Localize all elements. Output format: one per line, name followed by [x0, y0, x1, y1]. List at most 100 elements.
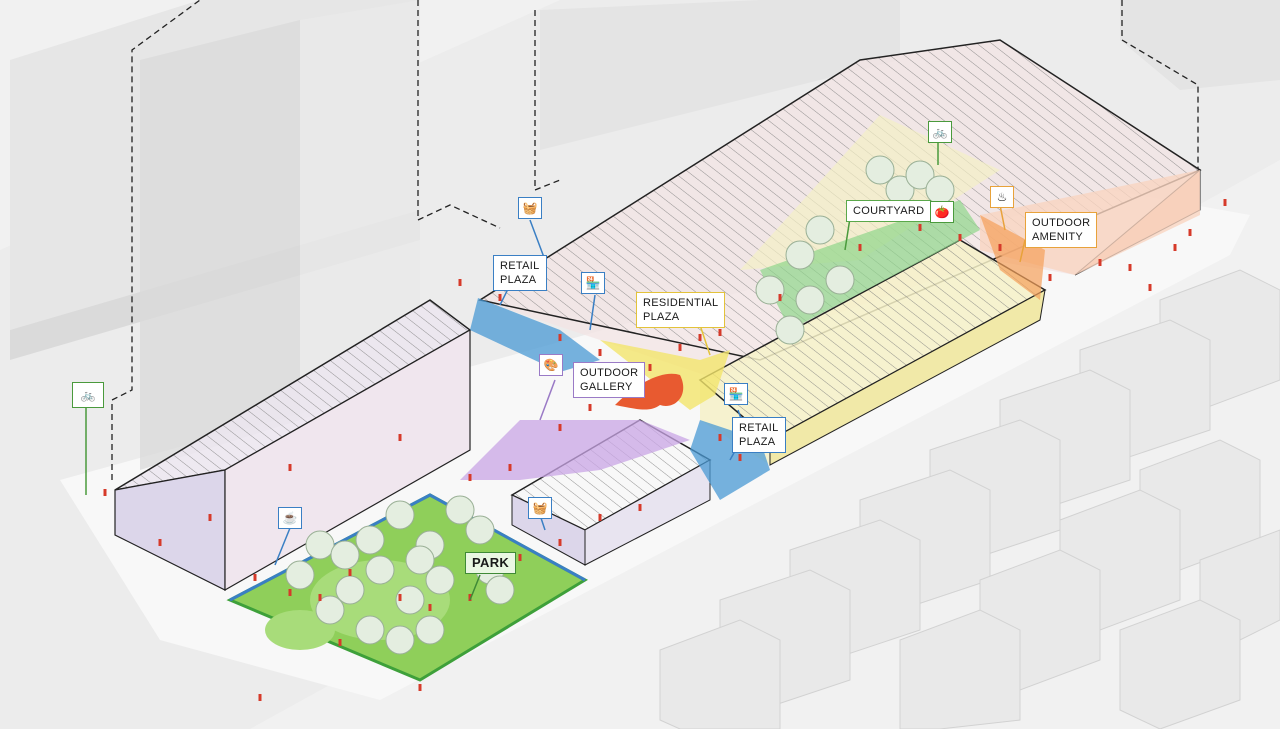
- tree: [330, 540, 360, 570]
- person: [718, 329, 722, 336]
- person: [208, 514, 212, 521]
- retail-plaza-north-zone: [470, 298, 600, 372]
- storefront-icon: 🏪: [581, 272, 605, 294]
- residential-plaza-label-line2: PLAZA: [643, 311, 680, 323]
- tree: [805, 215, 835, 245]
- person: [958, 234, 962, 241]
- person: [738, 454, 742, 461]
- palette-icon: 🎨: [539, 354, 563, 376]
- person: [258, 694, 262, 701]
- person: [858, 244, 862, 251]
- person: [558, 334, 562, 341]
- person: [518, 554, 522, 561]
- person: [348, 569, 352, 576]
- courtyard-label: COURTYARD: [846, 200, 932, 222]
- tree: [485, 575, 515, 605]
- tree: [405, 545, 435, 575]
- tree: [395, 585, 425, 615]
- person: [1098, 259, 1102, 266]
- person: [398, 594, 402, 601]
- person: [998, 244, 1002, 251]
- person: [1188, 229, 1192, 236]
- grill-icon: ♨: [990, 186, 1014, 208]
- person: [718, 434, 722, 441]
- person: [458, 279, 462, 286]
- tree: [385, 500, 415, 530]
- person: [598, 514, 602, 521]
- tree: [305, 530, 335, 560]
- tree: [315, 595, 345, 625]
- trees: [285, 155, 955, 655]
- tree: [425, 565, 455, 595]
- outdoor-amenity-zone: [980, 215, 1045, 300]
- person: [1128, 264, 1132, 271]
- tree: [755, 275, 785, 305]
- person: [468, 474, 472, 481]
- outdoor-gallery-zone: [460, 420, 690, 480]
- residential-plaza-label: RESIDENTIAL PLAZA: [636, 292, 726, 328]
- residential-plaza-label-line1: RESIDENTIAL: [643, 297, 719, 309]
- person: [558, 539, 562, 546]
- person: [253, 574, 257, 581]
- person: [158, 539, 162, 546]
- person: [418, 684, 422, 691]
- person: [678, 344, 682, 351]
- person: [398, 434, 402, 441]
- coffee-icon: ☕: [278, 507, 302, 529]
- person: [648, 364, 652, 371]
- person: [698, 334, 702, 341]
- person: [1223, 199, 1227, 206]
- shopping-basket-icon: 🧺: [518, 197, 542, 219]
- outdoor-amenity-label: OUTDOOR AMENITY: [1025, 212, 1098, 248]
- tree: [795, 285, 825, 315]
- person: [428, 604, 432, 611]
- tree: [415, 615, 445, 645]
- tree: [285, 560, 315, 590]
- tree: [465, 515, 495, 545]
- person: [1173, 244, 1177, 251]
- person: [1148, 284, 1152, 291]
- person: [288, 464, 292, 471]
- person: [508, 464, 512, 471]
- person: [598, 349, 602, 356]
- person: [338, 639, 342, 646]
- tree: [785, 240, 815, 270]
- retail-plaza-south-label-line1: RETAIL: [739, 422, 779, 434]
- tree: [365, 555, 395, 585]
- tree: [355, 525, 385, 555]
- tree: [865, 155, 895, 185]
- person: [588, 404, 592, 411]
- outdoor-amenity-label-line1: OUTDOOR: [1032, 217, 1091, 229]
- person: [638, 504, 642, 511]
- outdoor-gallery-label-line2: GALLERY: [580, 381, 633, 393]
- produce-icon: 🍅: [930, 201, 954, 223]
- outdoor-gallery-label: OUTDOOR GALLERY: [573, 362, 646, 398]
- tree: [775, 315, 805, 345]
- context-buildings-north: [10, 0, 1280, 470]
- person: [918, 224, 922, 231]
- person: [318, 594, 322, 601]
- tree: [355, 615, 385, 645]
- person: [103, 489, 107, 496]
- sculpture: [615, 373, 684, 410]
- park-label-text: PARK: [472, 555, 510, 570]
- retail-plaza-north-label: RETAIL PLAZA: [493, 255, 547, 291]
- bicycle-icon: 🚲: [928, 121, 952, 143]
- retail-plaza-north-label-line2: PLAZA: [500, 274, 537, 286]
- shopping-basket-icon: 🧺: [528, 497, 552, 519]
- outdoor-amenity-label-line2: AMENITY: [1032, 231, 1083, 243]
- retail-plaza-south-label-line2: PLAZA: [739, 436, 776, 448]
- person: [288, 589, 292, 596]
- park-label: PARK: [465, 552, 517, 574]
- tree: [825, 265, 855, 295]
- person: [1048, 274, 1052, 281]
- storefront-icon: 🏪: [724, 383, 748, 405]
- tree: [445, 495, 475, 525]
- outdoor-gallery-label-line1: OUTDOOR: [580, 367, 639, 379]
- person: [778, 294, 782, 301]
- tree: [385, 625, 415, 655]
- main-building-south: [698, 239, 1047, 466]
- person: [498, 294, 502, 301]
- context-buildings-south: [659, 269, 1280, 729]
